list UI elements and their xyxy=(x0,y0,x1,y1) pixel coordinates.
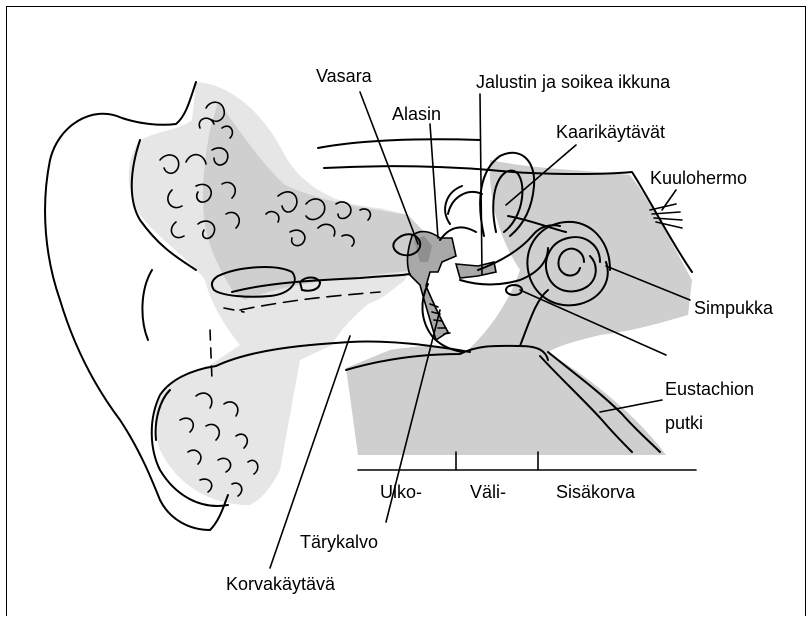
label-tarykalvo: Tärykalvo xyxy=(300,532,378,552)
label-alasin: Alasin xyxy=(392,104,441,124)
label-eustachion: Eustachion xyxy=(665,379,754,399)
leader-kuulohermo xyxy=(662,190,676,210)
inner-ear-shading xyxy=(346,160,692,455)
label-jalustin: Jalustin ja soikea ikkuna xyxy=(476,72,671,92)
leader-alasin xyxy=(430,124,438,238)
label-ulko: Ulko- xyxy=(380,482,422,502)
ossicles-shading xyxy=(407,232,456,340)
label-vali: Väli- xyxy=(470,482,506,502)
label-kuulohermo: Kuulohermo xyxy=(650,168,747,188)
label-simpukka: Simpukka xyxy=(694,298,774,318)
label-kaarikaytavat: Kaarikäytävät xyxy=(556,122,665,142)
skull-line-1 xyxy=(318,139,480,148)
label-sisakorva: Sisäkorva xyxy=(556,482,636,502)
leader-jalustin xyxy=(480,94,482,274)
label-korvakaytava: Korvakäytävä xyxy=(226,574,336,594)
label-putki: putki xyxy=(665,413,703,433)
label-vasara: Vasara xyxy=(316,66,373,86)
